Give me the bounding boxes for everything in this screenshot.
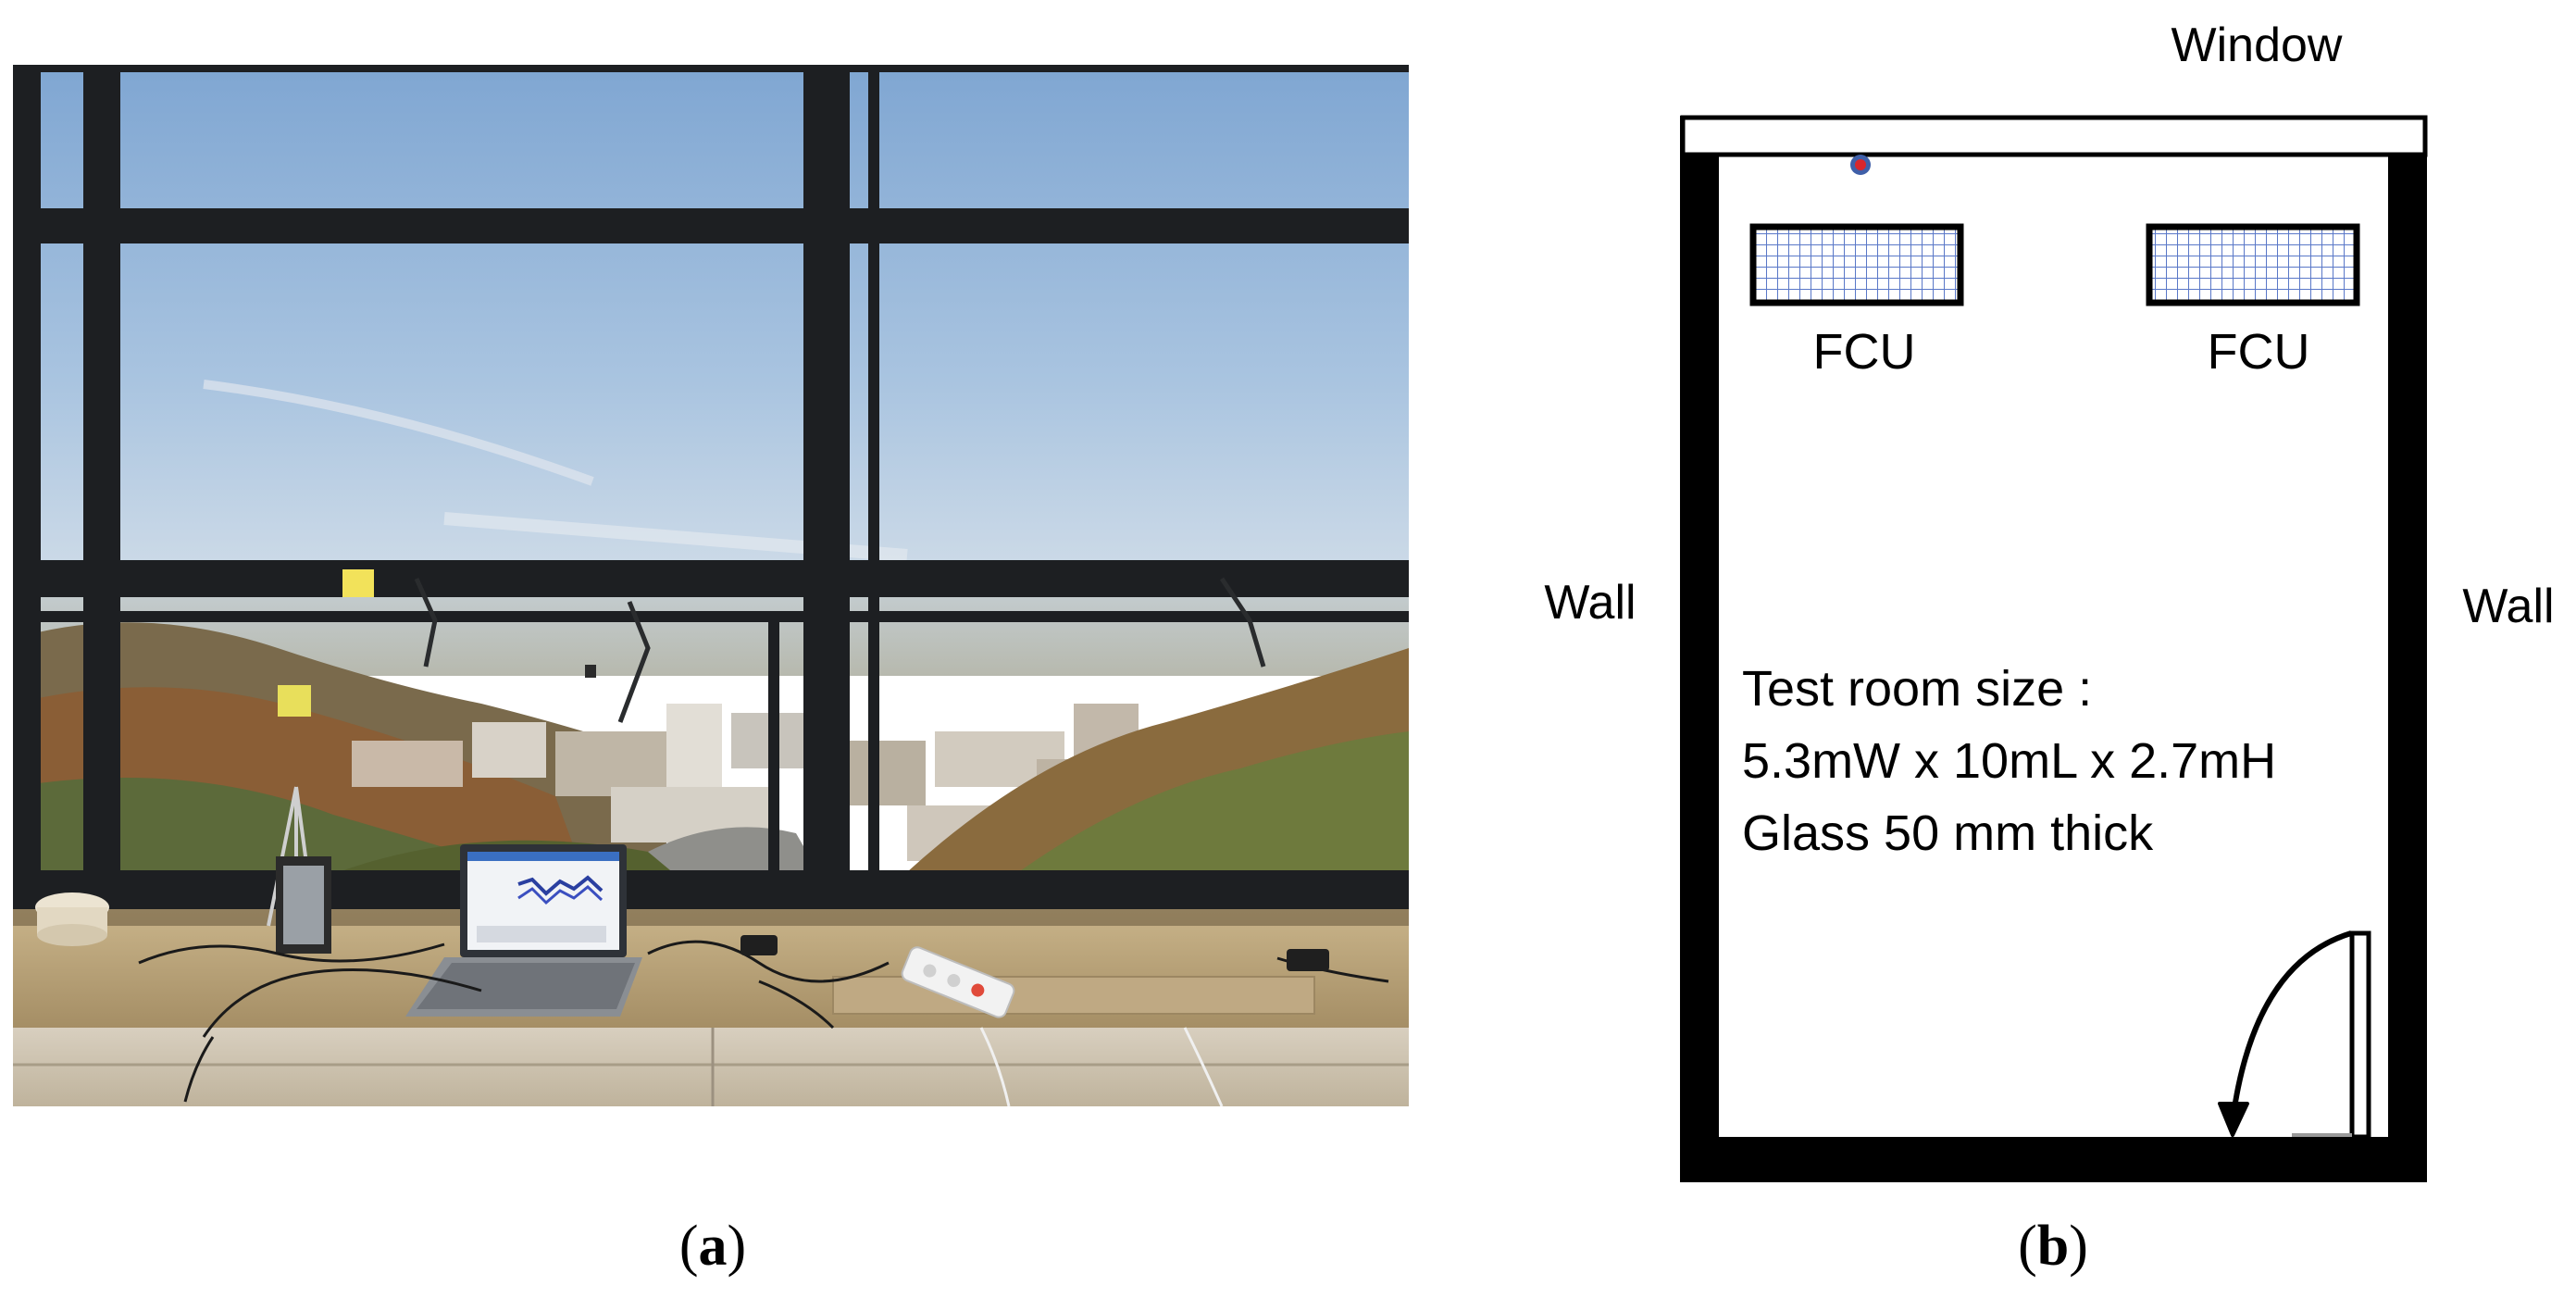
adapter	[740, 935, 778, 955]
sensor-strip	[832, 976, 1315, 1015]
cabinet	[13, 1028, 1409, 1106]
photo-panel	[13, 65, 1409, 1106]
fcu-right-label: FCU	[2208, 324, 2310, 380]
caption-b: (b)	[2018, 1215, 2088, 1278]
fcu-grid-icon	[1749, 223, 1964, 306]
door-swing-arrow-icon	[2218, 1102, 2249, 1137]
wall-right-label: Wall	[2462, 580, 2554, 633]
wall-right	[2388, 153, 2427, 1182]
window-strip	[1680, 115, 2428, 157]
door-swing-arrow-icon	[2230, 930, 2352, 1121]
sticky-note	[278, 685, 311, 717]
adapter	[1287, 949, 1329, 971]
window-hinges	[414, 577, 1266, 723]
room-size-heading: Test room size :	[1742, 661, 2092, 717]
sticky-note	[342, 569, 374, 597]
wall-left-label: Wall	[1544, 576, 1636, 630]
window-frame	[13, 65, 1409, 909]
forest-right	[972, 731, 1409, 907]
power-strip	[901, 946, 1015, 1018]
fcu-grid-icon	[2146, 223, 2360, 306]
floor-plan: Window FCU FCU Wall Wall Test room size …	[1544, 19, 2555, 1182]
cables	[138, 940, 1389, 1103]
window-label: Window	[2172, 19, 2343, 72]
device-box-face	[283, 866, 324, 944]
room-size-dimensions: 5.3mW x 10mL x 2.7mH	[1742, 733, 2276, 789]
laptop	[405, 844, 642, 1017]
fcu-left-label: FCU	[1813, 324, 1916, 380]
windowsill-shadow	[13, 909, 1409, 926]
cables-white	[979, 1027, 1224, 1106]
cloud	[203, 380, 594, 486]
sensor-dot-icon	[1855, 159, 1866, 170]
sky	[13, 65, 1409, 639]
door-panel	[2349, 930, 2371, 1140]
wall-left	[1680, 116, 1719, 1182]
glass-thickness: Glass 50 mm thick	[1742, 805, 2154, 861]
caption-a: (a)	[679, 1215, 746, 1278]
round-device	[37, 924, 107, 946]
wall-bottom	[1680, 1137, 2427, 1182]
glass-sensor	[585, 665, 596, 678]
